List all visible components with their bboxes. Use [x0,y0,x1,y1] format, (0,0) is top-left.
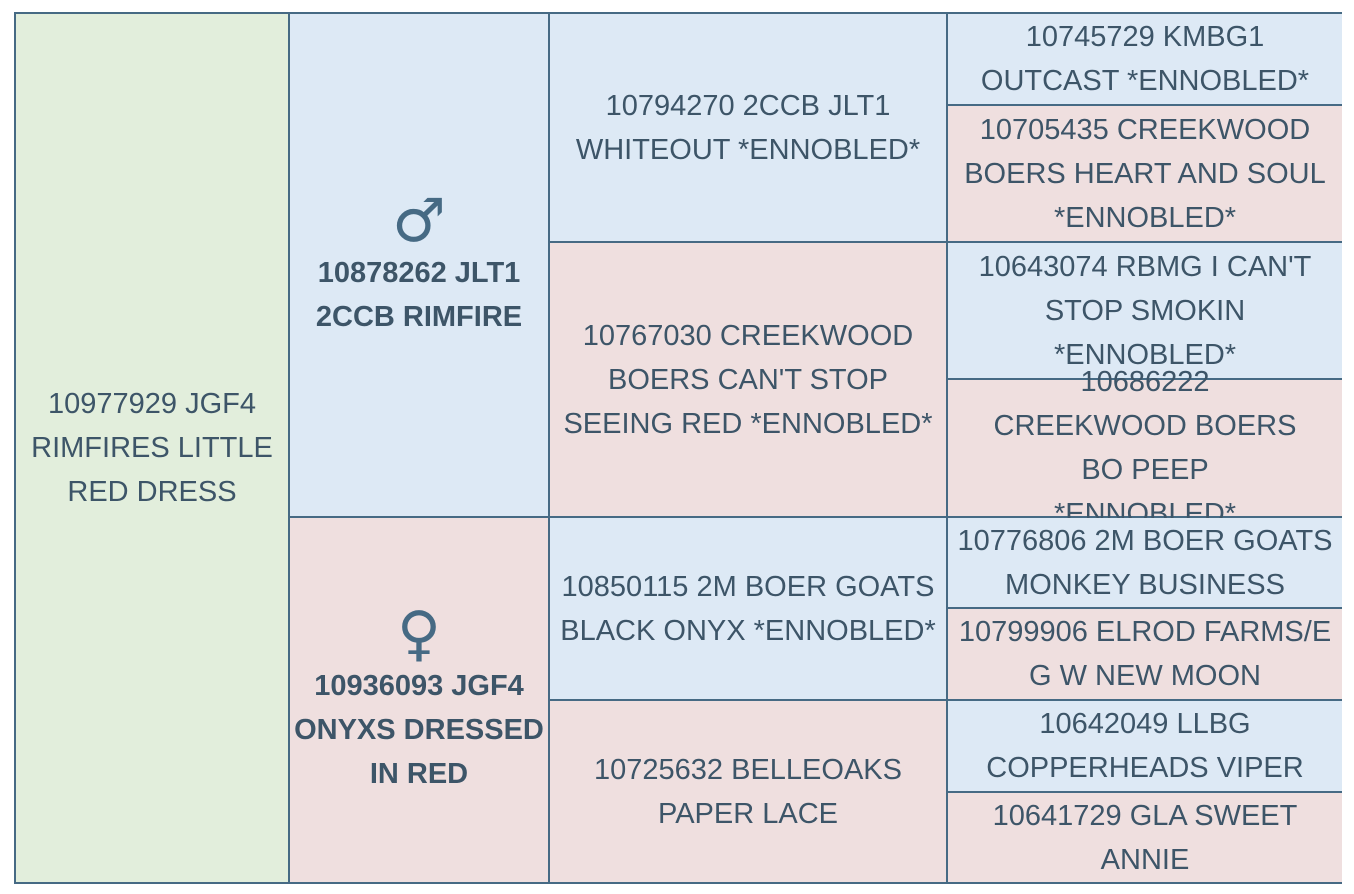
great-grandparent-4-cell[interactable]: 10686222 CREEKWOOD BOERS BO PEEP *ENNOBL… [948,366,1342,530]
male-symbol-icon: ♂ [392,186,446,256]
grandsire-maternal-cell[interactable]: 10850115 2M BOER GOATS BLACK ONYX *ENNOB… [550,518,948,701]
dam-name: 10936093 JGF4 ONYXS DRESSED IN RED [294,670,544,790]
great-grandparent-2-cell[interactable]: 10705435 CREEKWOOD BOERS HEART AND SOUL … [948,106,1342,243]
great-grandparent-8-name: 10641729 GLA SWEET ANNIE [992,799,1298,876]
great-grandparent-3-cell[interactable]: 10643074 RBMG I CAN'T STOP SMOKIN *ENNOB… [948,243,1342,380]
great-grandparent-5-cell[interactable]: 10776806 2M BOER GOATS MONKEY BUSINESS [948,518,1342,609]
subject-name: 10977929 JGF4 RIMFIRES LITTLE RED DRESS [31,388,273,508]
great-grandparent-1-name: 10745729 KMBG1 OUTCAST *ENNOBLED* [980,21,1310,97]
sire-cell[interactable]: ♂ 10878262 JLT1 2CCB RIMFIRE [290,14,550,518]
grandsire-paternal-name: 10794270 2CCB JLT1 WHITEOUT *ENNOBLED* [575,89,921,166]
great-grandparent-2-name: 10705435 CREEKWOOD BOERS HEART AND SOUL … [964,113,1326,234]
great-grandparent-5-name: 10776806 2M BOER GOATS MONKEY BUSINESS [957,524,1333,601]
granddam-maternal-name: 10725632 BELLEOAKS PAPER LACE [594,753,902,830]
great-grandparent-7-name: 10642049 LLBG COPPERHEADS VIPER [986,708,1304,784]
granddam-paternal-cell[interactable]: 10767030 CREEKWOOD BOERS CAN'T STOP SEEI… [550,243,948,518]
sire-name: 10878262 JLT1 2CCB RIMFIRE [315,257,523,333]
great-grandparent-6-name: 10799906 ELROD FARMS/E G W NEW MOON [958,616,1332,692]
great-grandparent-6-cell[interactable]: 10799906 ELROD FARMS/E G W NEW MOON [948,609,1342,701]
grandsire-maternal-name: 10850115 2M BOER GOATS BLACK ONYX *ENNOB… [560,570,936,647]
great-grandparent-1-cell[interactable]: 10745729 KMBG1 OUTCAST *ENNOBLED* [948,14,1342,106]
granddam-paternal-name: 10767030 CREEKWOOD BOERS CAN'T STOP SEEI… [563,319,933,440]
great-grandparent-8-cell[interactable]: 10641729 GLA SWEET ANNIE [948,793,1342,882]
subject-cell[interactable]: 10977929 JGF4 RIMFIRES LITTLE RED DRESS [16,14,290,882]
great-grandparent-7-cell[interactable]: 10642049 LLBG COPPERHEADS VIPER [948,701,1342,793]
dam-cell[interactable]: ♀ 10936093 JGF4 ONYXS DRESSED IN RED [290,518,550,882]
female-symbol-icon: ♀ [397,599,441,669]
granddam-maternal-cell[interactable]: 10725632 BELLEOAKS PAPER LACE [550,701,948,882]
great-grandparent-3-name: 10643074 RBMG I CAN'T STOP SMOKIN *ENNOB… [978,250,1312,371]
grandsire-paternal-cell[interactable]: 10794270 2CCB JLT1 WHITEOUT *ENNOBLED* [550,14,948,243]
pedigree-chart: 10977929 JGF4 RIMFIRES LITTLE RED DRESS … [14,12,1342,884]
great-grandparent-4-name: 10686222 CREEKWOOD BOERS BO PEEP *ENNOBL… [993,366,1297,530]
